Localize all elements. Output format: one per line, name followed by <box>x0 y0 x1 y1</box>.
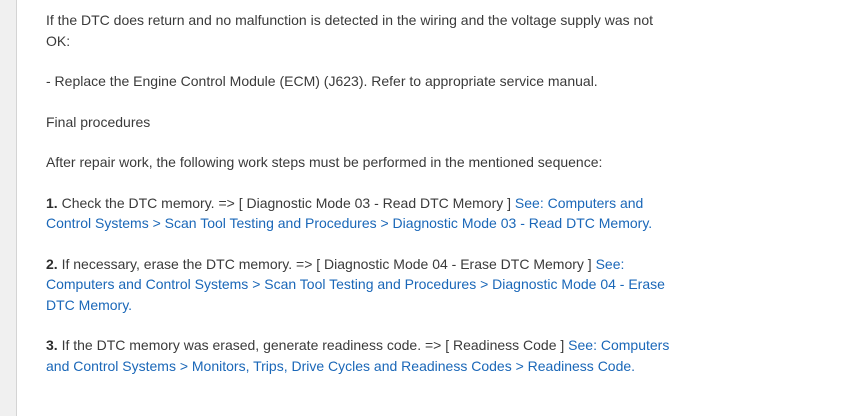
step-1-link[interactable]: See: Computers and Control Systems > Sca… <box>46 194 653 232</box>
document-page: If the DTC does return and no malfunctio… <box>16 0 858 416</box>
final-procedures-heading: Final procedures <box>46 113 151 130</box>
document-content: If the DTC does return and no malfunctio… <box>46 10 678 396</box>
step-3-link[interactable]: See: Computers and Control Systems > Mon… <box>46 337 670 374</box>
condition-paragraph: If the DTC does return and no malfunctio… <box>46 12 654 49</box>
step-2-text: If necessary, erase the DTC memory. => [… <box>57 255 596 272</box>
step-1-text: Check the DTC memory. => [ Diagnostic Mo… <box>57 194 515 211</box>
replace-ecm-instruction: - Replace the Engine Control Module (ECM… <box>46 73 598 89</box>
step-3: 3. If the DTC memory was erased, generat… <box>46 335 678 376</box>
step-1: 1. Check the DTC memory. => [ Diagnostic… <box>46 193 678 234</box>
step-2-number: 2. <box>46 255 58 272</box>
sequence-paragraph: After repair work, the following work st… <box>46 154 603 170</box>
step-1-number: 1. <box>46 194 58 211</box>
step-2: 2. If necessary, erase the DTC memory. =… <box>46 254 678 316</box>
step-3-text: If the DTC memory was erased, generate r… <box>57 337 569 353</box>
step-2-link[interactable]: See: Computers and Control Systems > Sca… <box>46 255 665 313</box>
step-3-number: 3. <box>46 337 58 353</box>
